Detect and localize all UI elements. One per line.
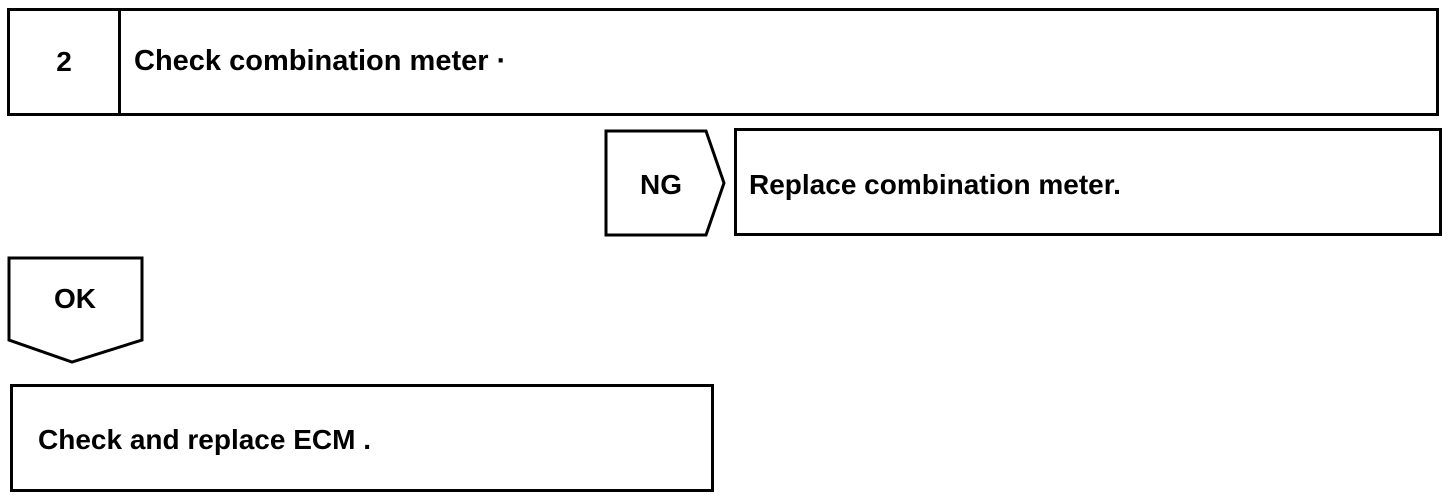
ok-label: OK <box>54 283 96 314</box>
ng-label: NG <box>640 169 682 200</box>
ng-arrow-outline <box>604 129 726 237</box>
ng-action-box <box>734 128 1442 236</box>
step-box <box>7 8 1439 116</box>
ok-arrow-outline <box>7 256 144 364</box>
ng-action-text: Replace combination meter. <box>749 169 1121 200</box>
step-number: 2 <box>56 46 72 77</box>
final-action-box <box>10 384 714 492</box>
step-title: Check combination meter · <box>134 45 507 77</box>
final-action-text: Check and replace ECM . <box>38 424 372 455</box>
step-divider <box>118 8 121 116</box>
